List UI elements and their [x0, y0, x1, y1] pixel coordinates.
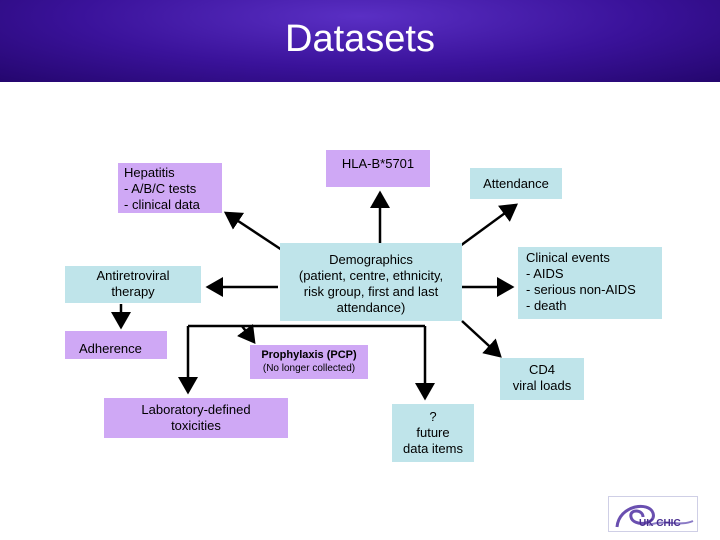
future-box: ? future data items — [392, 404, 474, 462]
prophylaxis-box: Prophylaxis (PCP) (No longer collected) — [250, 345, 368, 379]
adherence-box: Adherence — [65, 331, 167, 359]
logo-text: UK CHIC — [639, 518, 681, 529]
arrow-to-hepatitis — [223, 211, 283, 252]
antiretroviral-box: Antiretroviral therapy — [65, 266, 201, 303]
page-title: Datasets — [285, 18, 435, 60]
cd4-box: CD4 viral loads — [500, 358, 584, 400]
lab-toxicities-box: Laboratory-defined toxicities — [104, 398, 288, 438]
title-banner — [0, 0, 720, 82]
prophylaxis-label: Prophylaxis (PCP) — [261, 349, 357, 361]
hla-box: HLA-B*5701 — [326, 150, 430, 187]
uk-chic-logo: UK CHIC — [608, 496, 698, 532]
demographics-box: Demographics (patient, centre, ethnicity… — [280, 243, 462, 321]
prophylaxis-note: (No longer collected) — [262, 363, 356, 374]
arrow-to-attendance — [459, 203, 519, 248]
swirl-logo-icon: UK CHIC — [615, 504, 694, 529]
attendance-box: Attendance — [470, 168, 562, 199]
hepatitis-box: Hepatitis - A/B/C tests - clinical data — [118, 163, 222, 213]
clinical-events-box: Clinical events - AIDS - serious non-AID… — [518, 247, 662, 319]
arrow-to-cd4 — [461, 320, 502, 358]
arrow-to-prophylaxis — [237, 324, 256, 344]
